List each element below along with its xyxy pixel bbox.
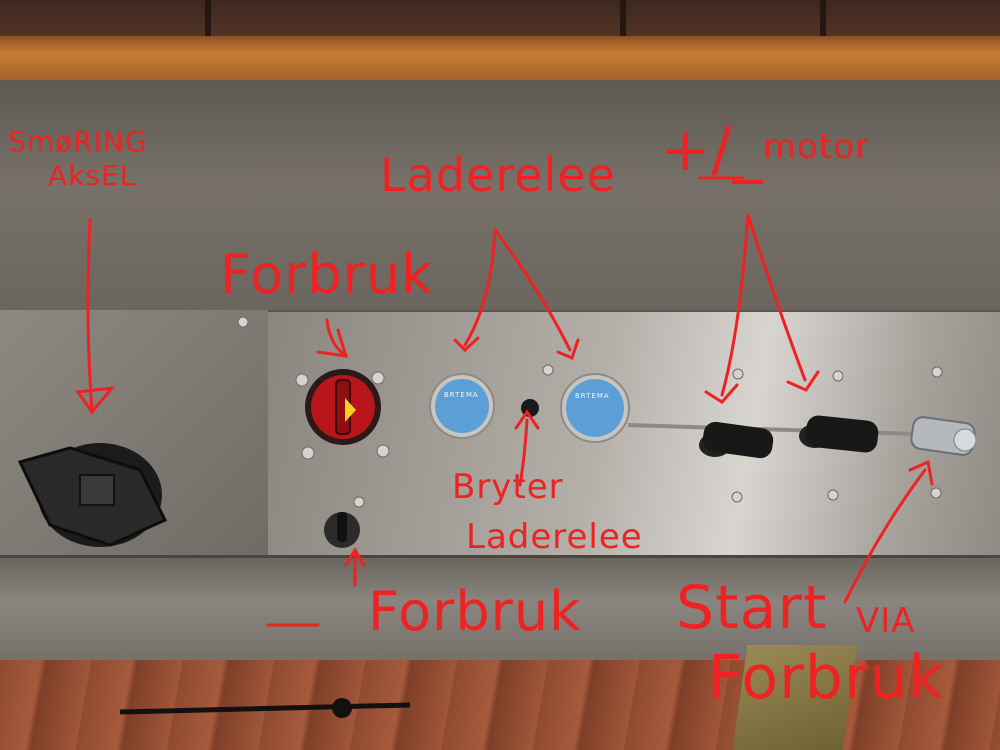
annotation-forbruk-top: Forbruk	[220, 243, 434, 306]
arrow-plus-right-head	[786, 370, 820, 392]
deck-fill-cap-square	[79, 474, 115, 506]
annotation-plus-minus: +/_	[660, 115, 764, 185]
arrow-start	[843, 468, 927, 604]
arrow-laderelee-left-head	[453, 336, 480, 353]
motor-switch-minus-handle	[805, 415, 879, 453]
arrow-smoring	[86, 218, 94, 412]
arrow-smoring-head	[75, 386, 116, 415]
annotation-smoring: SmøRING	[8, 125, 148, 158]
main-switch-panel	[268, 310, 1000, 562]
annotation-forbruk-bottom: Forbruk	[368, 580, 582, 643]
cable-tie	[119, 702, 411, 715]
arrow-laderelee-right-head	[556, 338, 580, 361]
screw	[827, 489, 839, 501]
cable	[627, 423, 951, 437]
cable-knot	[332, 698, 352, 718]
screw	[542, 364, 554, 376]
arrow-laderelee-right	[493, 228, 572, 352]
wood-rail	[0, 36, 1000, 80]
relay-gauge-right-face	[566, 379, 624, 437]
screw	[371, 371, 385, 385]
arrow-plus-right	[746, 213, 807, 382]
screw	[301, 446, 315, 460]
annotation-bryter: Bryter	[452, 467, 564, 507]
screw	[732, 368, 744, 380]
gauge-brand-right: BRTEMA	[575, 392, 610, 400]
lower-toggle-lever	[337, 512, 347, 542]
start-button-tip	[953, 428, 977, 452]
screw	[832, 370, 844, 382]
arrow-forbruk-top-head	[316, 328, 349, 358]
screw	[353, 496, 365, 508]
motor-switch-plus-handle	[702, 421, 774, 459]
annotation-via: VIA	[856, 601, 916, 641]
arrow-plus-left	[720, 213, 750, 397]
screw	[731, 491, 743, 503]
plank-seam	[620, 0, 626, 36]
screw	[376, 444, 390, 458]
steel-back-wall	[0, 80, 1000, 315]
arrow-laderelee-left	[463, 228, 497, 347]
left-steel-panel	[0, 310, 274, 585]
plank-seam	[205, 0, 211, 36]
annotation-start: Start	[676, 573, 828, 643]
screw	[237, 316, 249, 328]
annotation-laderelee-top: Laderelee	[380, 148, 616, 202]
annotation-arrows	[75, 176, 934, 627]
screw	[931, 366, 943, 378]
battery-switch-yellow-arrow	[345, 398, 356, 422]
annotation-motor: motor	[763, 127, 871, 167]
arrow-forbruk-lower-head	[344, 547, 366, 567]
relay-gauge-left-face	[435, 379, 489, 433]
screw	[930, 487, 942, 499]
annotation-aksel: AksEL	[48, 159, 137, 192]
arrow-start-head	[908, 459, 934, 486]
annotation-forbruk-right: Forbruk	[708, 643, 945, 713]
wood-deck-top	[0, 0, 1000, 40]
arrow-forbruk-top	[325, 318, 347, 357]
arrow-plus-left-head	[704, 383, 739, 404]
gauge-brand-left: BRTEMA	[444, 391, 479, 399]
screw	[295, 373, 309, 387]
plank-seam	[820, 0, 826, 36]
arrow-bryter-head	[514, 409, 540, 430]
arrow-bryter	[518, 418, 529, 487]
annotation-laderelee-bottom: Laderelee	[466, 517, 643, 557]
